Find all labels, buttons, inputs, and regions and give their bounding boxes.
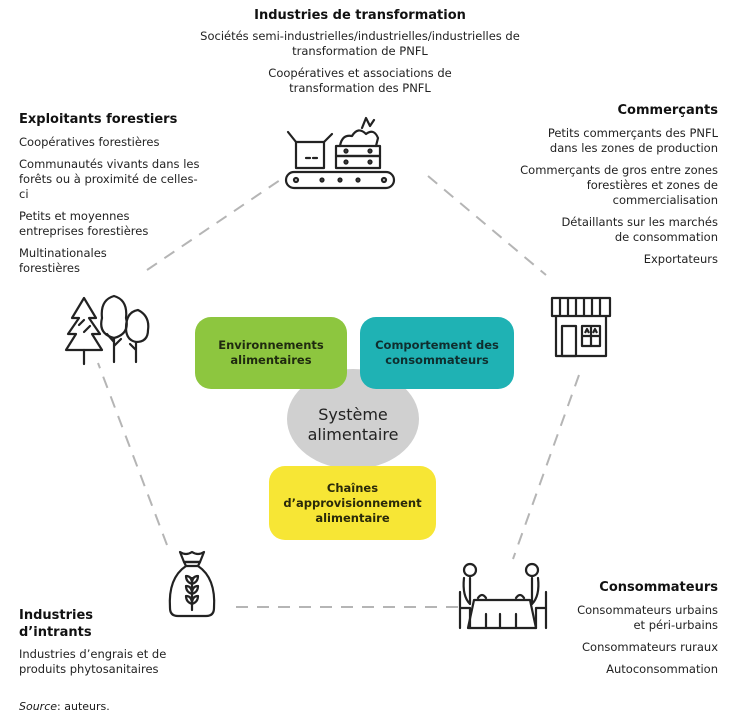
forestiers-title: Exploitants forestiers	[19, 112, 178, 127]
consommateurs-title: Consommateurs	[599, 580, 718, 595]
chaines-approvisionnement-box: Chaînes d’approvisionnement alimentaire	[269, 466, 436, 540]
source-text: : auteurs.	[57, 700, 110, 713]
shop-icon	[550, 296, 612, 358]
source-note: Source: auteurs.	[19, 700, 110, 713]
consommateurs-item-3: Autoconsommation	[606, 662, 718, 676]
commercants-item-2: Commerçants de gros entre zones forestiè…	[520, 163, 718, 207]
diners-table-icon	[458, 562, 548, 630]
connector-intrants-forestiers	[97, 362, 168, 546]
connector-forestiers-transformation	[146, 177, 284, 271]
intrants-block: Industries d’intrants Industries d’engra…	[19, 607, 199, 677]
commercants-item-3: Détaillants sur les marchés de consommat…	[561, 215, 718, 244]
connector-transformation-commercants	[427, 175, 547, 276]
environnements-alimentaires-box: Environnements alimentaires	[195, 317, 347, 389]
intrants-title: Industries d’intrants	[19, 608, 94, 640]
forestiers-item-1: Coopératives forestières	[19, 135, 160, 149]
commercants-title: Commerçants	[617, 103, 718, 118]
grain-sack-icon	[168, 550, 216, 618]
forestiers-item-3: Petits et moyennes entreprises forestièr…	[19, 209, 149, 238]
consommateurs-item-2: Consommateurs ruraux	[582, 640, 718, 654]
forestiers-item-4: Multinationales forestières	[19, 246, 107, 275]
transformation-block: Industries de transformation Sociétés se…	[160, 8, 560, 96]
forestiers-block: Exploitants forestiers Coopératives fore…	[19, 112, 214, 283]
forestiers-item-2: Communautés vivants dans les forêts ou à…	[19, 157, 200, 201]
comportement-consommateurs-label: Comportement des consommateurs	[375, 338, 499, 367]
systeme-alimentaire-label: Système alimentaire	[307, 405, 399, 444]
source-label: Source	[19, 700, 58, 713]
transformation-item-1: Sociétés semi-industrielles/industrielle…	[200, 29, 520, 58]
trees-icon	[64, 294, 150, 366]
consommateurs-item-1: Consommateurs urbains et péri-urbains	[577, 603, 718, 632]
commercants-block: Commerçants Petits commerçants des PNFL …	[490, 103, 718, 274]
environnements-alimentaires-label: Environnements alimentaires	[218, 338, 324, 367]
commercants-item-4: Exportateurs	[643, 252, 718, 266]
commercants-item-1: Petits commerçants des PNFL dans les zon…	[547, 126, 718, 155]
transformation-item-2: Coopératives et associations de transfor…	[268, 66, 452, 95]
transformation-title: Industries de transformation	[254, 8, 466, 23]
consommateurs-block: Consommateurs Consommateurs urbains et p…	[520, 580, 718, 684]
chaines-approvisionnement-label: Chaînes d’approvisionnement alimentaire	[283, 480, 422, 525]
comportement-consommateurs-box: Comportement des consommateurs	[360, 317, 514, 389]
factory-conveyor-icon	[284, 116, 396, 190]
intrants-item-1: Industries d’engrais et de produits phyt…	[19, 647, 167, 676]
connector-commercants-consommateurs	[512, 374, 580, 560]
